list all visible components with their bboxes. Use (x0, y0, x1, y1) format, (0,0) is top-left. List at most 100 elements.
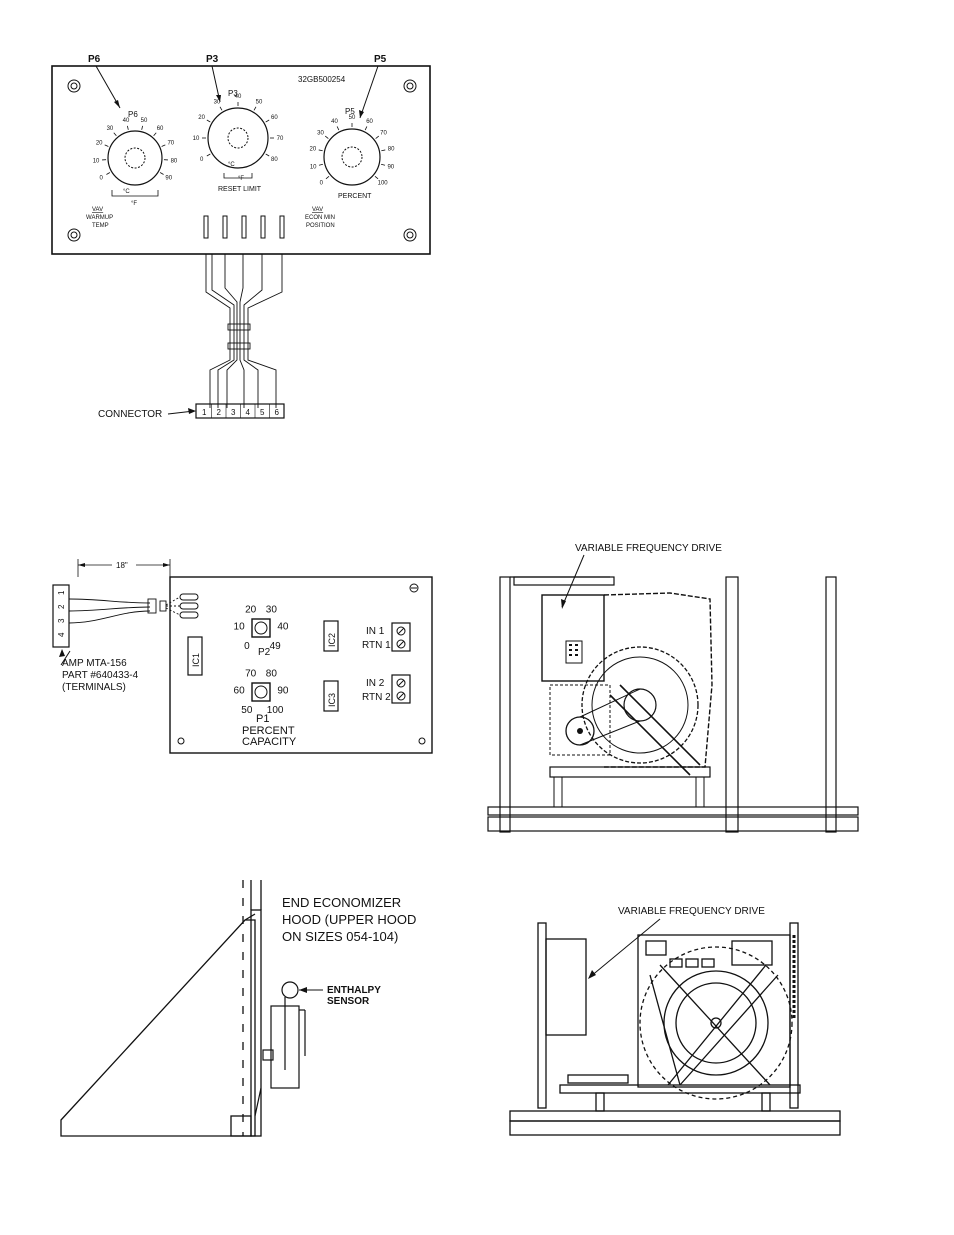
p5-tick (318, 163, 323, 166)
p2-tick-label: 49 (270, 641, 282, 652)
connector-label: CONNECTOR (98, 409, 162, 420)
p3-tick-label: 0 (200, 157, 204, 163)
p3-tick-label: 20 (198, 115, 205, 121)
p6-tick (104, 144, 109, 147)
p6-tick-label: 20 (96, 141, 103, 147)
p5-tick-label: 70 (380, 130, 387, 136)
amp-label-1: AMP MTA-156 (62, 658, 127, 669)
connector-pin: 5 (260, 408, 265, 417)
rtn1-label: RTN 1 (362, 640, 391, 651)
econ-min-caption: VAV ECON MIN POSITION (305, 207, 335, 229)
vfd-fan-drawing: VARIABLE FREQUENCY DRIVE (487, 543, 859, 833)
rtn2-label: RTN 2 (362, 692, 391, 703)
p6-tick (159, 172, 164, 175)
p6-tick-label: 0 (100, 176, 104, 182)
svg-text:P5: P5 (345, 107, 355, 116)
economizer-hood-figure: END ECONOMIZER HOOD (UPPER HOOD ON SIZES… (55, 870, 445, 1140)
p6-tick-label: 70 (167, 141, 174, 147)
p3-callout: P3 (206, 54, 219, 65)
amp-label-3: (TERMINALS) (62, 682, 126, 693)
sensor-label-1: ENTHALPY (327, 985, 381, 996)
svg-text:IC2: IC2 (327, 633, 337, 647)
svg-text:P1: P1 (256, 713, 269, 725)
p3-tick-label: 50 (256, 100, 263, 106)
p1-tick-label: 50 (241, 705, 253, 716)
connector-pin: 1 (202, 408, 207, 417)
p3-tick-label: 60 (271, 115, 278, 121)
plug-pin: 2 (57, 604, 66, 609)
p2-tick-label: 10 (234, 622, 246, 633)
p5-tick-label: 0 (320, 181, 324, 187)
svg-text:°C: °C (228, 162, 235, 168)
p5-tick-label: 20 (310, 147, 317, 153)
warmup-caption: VAV WARMUP TEMP (86, 207, 113, 229)
board-code: 32GB500254 (298, 75, 346, 84)
connector-pin: 4 (246, 408, 251, 417)
p6-tick-label: 10 (93, 158, 100, 164)
capacity-board-outline (169, 576, 433, 754)
svg-text:PERCENT: PERCENT (338, 193, 372, 200)
svg-text:POSITION: POSITION (306, 223, 335, 229)
p6-tick (161, 144, 166, 147)
p3-tick-label: 40 (235, 94, 242, 100)
p5-tick (336, 126, 340, 131)
p2-tick-label: 30 (266, 605, 278, 616)
p5-tick (324, 135, 329, 139)
p6-callout: P6 (88, 54, 101, 65)
svg-text:P2: P2 (258, 647, 271, 658)
p5-tick-label: 10 (310, 165, 317, 171)
capacity-caption: CAPACITY (242, 736, 297, 748)
p5-tick (375, 135, 380, 139)
p3-tick-label: 30 (214, 100, 221, 106)
enthalpy-sensor (254, 981, 306, 1117)
p5-tick-label: 30 (317, 130, 324, 136)
hood-title-2: HOOD (UPPER HOOD (282, 912, 416, 927)
p1-tick-label: 70 (245, 669, 257, 680)
ic1 (187, 636, 203, 676)
plug-pin: 1 (57, 590, 66, 595)
p6-tick (113, 132, 117, 137)
p3-tick-label: 70 (277, 136, 284, 142)
vfd-fan-figure: VARIABLE FREQUENCY DRIVE (480, 535, 870, 840)
p5-tick-label: 100 (378, 181, 389, 187)
amp-plug (52, 584, 70, 648)
hood-outline (60, 880, 262, 1137)
p6-tick (153, 132, 157, 137)
svg-text:°F: °F (131, 201, 137, 207)
p3-tick (253, 106, 257, 111)
svg-text:TEMP: TEMP (92, 223, 109, 229)
p5-tick-label: 50 (349, 115, 356, 121)
p6-tick (106, 172, 111, 175)
ic3 (323, 680, 339, 712)
p1-tick-label: 100 (267, 705, 284, 716)
side-frame (509, 922, 841, 1136)
p5-tick (318, 149, 323, 152)
board-outline (51, 65, 431, 255)
svg-text:RESET LIMIT: RESET LIMIT (218, 186, 262, 193)
p5-tick (381, 163, 386, 166)
vfd-side-figure: VARIABLE FREQUENCY DRIVE (500, 895, 850, 1145)
p6-tick (141, 125, 143, 130)
connector-block (195, 403, 285, 419)
p1-tick-label: 60 (234, 686, 246, 697)
sensor-label-2: SENSOR (327, 996, 370, 1007)
p6-tick (127, 125, 129, 130)
p2-tick-label: 40 (277, 622, 289, 633)
p3-tick (265, 119, 270, 123)
svg-text:IC3: IC3 (327, 693, 337, 707)
connector-pin: 3 (231, 408, 236, 417)
vfd-label-bottom: VARIABLE FREQUENCY DRIVE (618, 906, 765, 917)
svg-text:VAV: VAV (312, 207, 323, 213)
in1-label: IN 1 (366, 626, 385, 637)
p2-tick-label: 0 (244, 641, 250, 652)
p5-tick (381, 149, 386, 152)
wire-harness (205, 254, 283, 408)
svg-text:VAV: VAV (92, 207, 103, 213)
p5-tick-label: 90 (387, 165, 394, 171)
